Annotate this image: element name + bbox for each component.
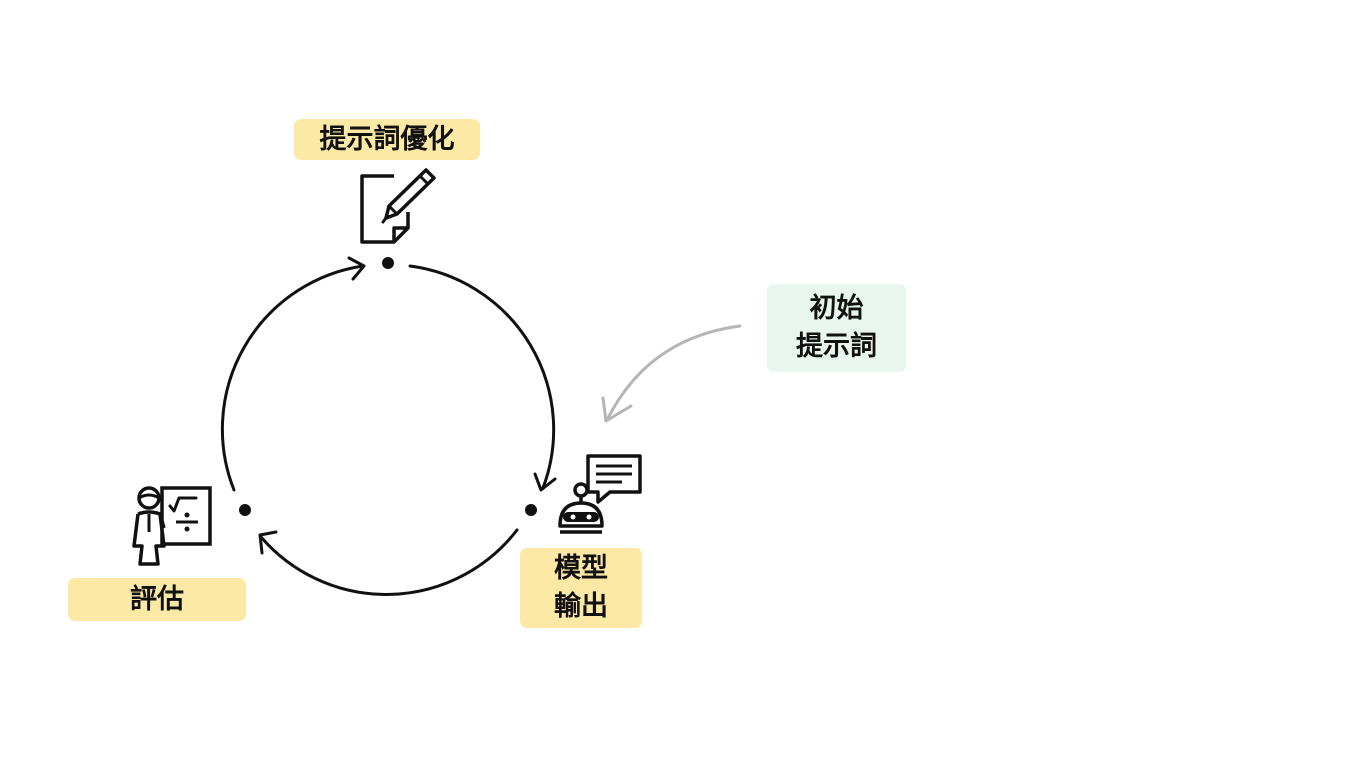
node-dot-output xyxy=(525,504,537,516)
cycle-arc-evaluate-to-optimize xyxy=(220,264,365,492)
node-label-output: 模型 輸出 xyxy=(520,548,642,628)
input-arrow xyxy=(605,324,742,422)
node-label-evaluate-text: 評估 xyxy=(130,583,184,615)
input-arrowhead xyxy=(601,396,633,423)
node-label-output-line-2: 輸出 xyxy=(554,591,608,622)
input-label-line-2: 提示詞 xyxy=(796,331,877,362)
arrowhead-to-output xyxy=(533,472,557,492)
robot-chat-icon xyxy=(558,454,642,534)
arrowhead-to-evaluate xyxy=(258,530,278,555)
node-label-evaluate: 評估 xyxy=(68,578,246,621)
teacher-board-icon xyxy=(132,486,212,566)
edit-document-icon xyxy=(360,168,436,244)
input-label: 初始 提示詞 xyxy=(767,284,906,372)
node-label-output-line-1: 模型 xyxy=(554,553,608,584)
node-dot-evaluate xyxy=(239,504,251,516)
node-label-optimize: 提示詞優化 xyxy=(294,119,480,160)
arrowhead-to-optimize xyxy=(347,256,366,281)
cycle-arc-optimize-to-output xyxy=(408,264,556,490)
input-label-line-1: 初始 xyxy=(809,293,864,324)
node-dot-optimize xyxy=(382,257,394,269)
cycle-arc-output-to-evaluate xyxy=(259,528,519,596)
node-label-optimize-text: 提示詞優化 xyxy=(319,123,455,155)
